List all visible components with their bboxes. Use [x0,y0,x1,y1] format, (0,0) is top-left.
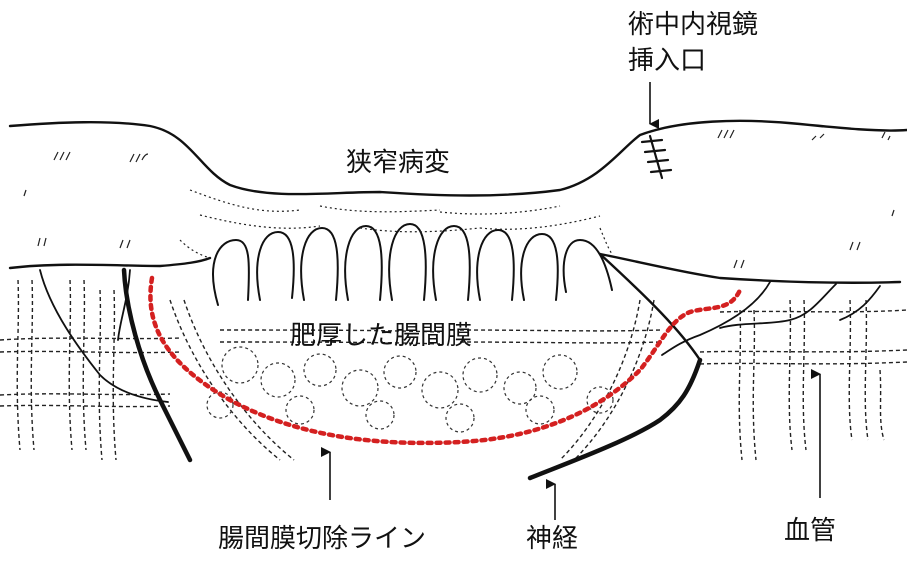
bowel-bottom-edge-left [10,258,210,268]
mesentery-vessel-network [0,280,907,460]
mesentery-lower-edge [600,254,700,360]
nerve-right [530,360,700,478]
label-nerve: 神経 [526,526,578,552]
label-mesentery-resection-line: 腸間膜切除ライン [218,526,426,552]
label-endoscope-port-line1: 術中内視鏡 [628,12,758,38]
label-thickened-mesentery: 肥厚した腸間膜 [290,323,472,349]
bowel-surface-hatching [180,190,612,258]
bowel-bottom-edge-right [600,254,900,283]
nerves [124,270,700,478]
label-endoscope-port-line2: 挿入口 [628,48,706,74]
label-blood-vessel: 血管 [784,518,836,544]
bowel-surface-marks [24,130,894,268]
bowel-top-edge [10,121,907,196]
endoscope-port-sutures [642,136,671,178]
stricture-mucosal-folds [213,224,612,305]
label-stricture-lesion: 狭窄病変 [346,150,450,176]
